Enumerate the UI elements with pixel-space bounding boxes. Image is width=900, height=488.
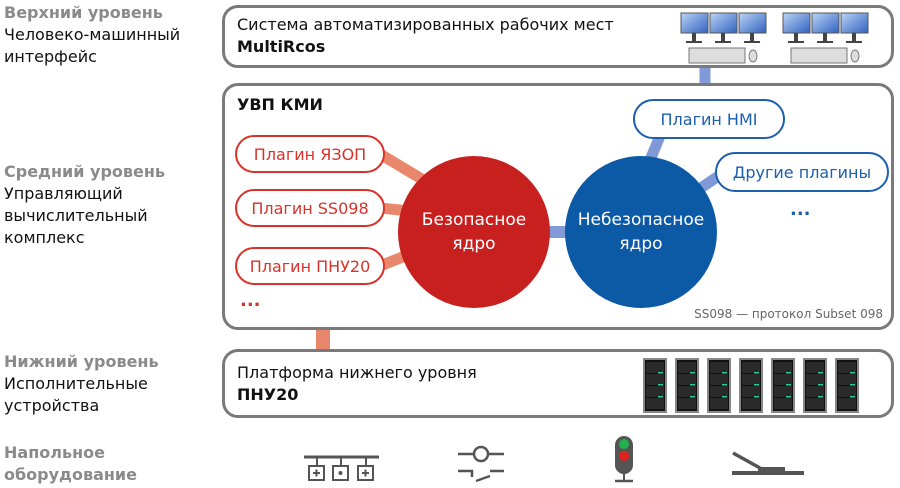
core-label: ядро: [619, 234, 663, 254]
core-label: ядро: [452, 234, 496, 254]
unsafe-core: Небезопасное ядро: [565, 156, 717, 308]
level-line: Человеко-машинный: [4, 25, 181, 44]
platform-name: ПНУ20: [237, 385, 299, 404]
safe-core: Безопасное ядро: [398, 156, 550, 308]
level-line: устройства: [4, 396, 100, 415]
workstations-name: MultiRcos: [237, 37, 326, 56]
level-upper: Верхний уровень Человеко-машинный интерф…: [4, 2, 180, 68]
plugin-label: Плагин HMI: [660, 109, 758, 129]
plugin-label: Плагин ПНУ20: [249, 256, 371, 276]
plugin-label: Другие плагины: [732, 162, 872, 182]
workstations-label: Система автоматизированных рабочих мест: [237, 15, 614, 34]
core-label: Безопасное: [421, 210, 527, 230]
level-title: Средний уровень: [4, 162, 166, 181]
level-title: Нижний уровень: [4, 352, 159, 371]
plugin-other: Другие плагины: [715, 152, 889, 192]
level-title: Напольное: [4, 443, 105, 462]
level-line: Управляющий: [4, 184, 123, 203]
plugin-pnu20: Плагин ПНУ20: [235, 247, 385, 285]
workstations-icon: [680, 12, 869, 64]
level-line: оборудование: [4, 465, 137, 484]
level-middle: Средний уровень Управляющий вычислительн…: [4, 161, 165, 249]
platform-box: Платформа нижнего уровня ПНУ20: [222, 349, 894, 418]
level-line: Исполнительные: [4, 374, 148, 393]
unsafe-more: ...: [790, 199, 811, 220]
workstations-box: Система автоматизированных рабочих мест …: [222, 5, 894, 68]
level-line: вычислительный: [4, 206, 148, 225]
uvp-kmi-title: УВП КМИ: [237, 95, 323, 114]
track-circuit-icon: [458, 445, 504, 483]
level-line: комплекс: [4, 228, 85, 247]
level-lower: Нижний уровень Исполнительные устройства: [4, 351, 159, 417]
core-label: Небезопасное: [577, 210, 705, 230]
level-field: Напольное оборудование: [4, 442, 137, 486]
footnote: SS098 — протокол Subset 098: [694, 307, 883, 321]
plugin-hmi: Плагин HMI: [633, 99, 785, 139]
switch-point-icon: [732, 451, 804, 475]
safe-more: ...: [240, 290, 261, 311]
plugin-label: Плагин SS098: [251, 198, 369, 218]
level-title: Верхний уровень: [4, 3, 163, 22]
platform-label: Платформа нижнего уровня: [237, 363, 477, 382]
traffic-light-icon: [615, 436, 633, 483]
level-line: интерфейс: [4, 47, 97, 66]
plugin-yazop: Плагин ЯЗОП: [235, 135, 385, 173]
plugin-label: Плагин ЯЗОП: [253, 144, 367, 164]
power-supply-icon: [304, 455, 379, 481]
plugin-ss098: Плагин SS098: [235, 189, 385, 227]
